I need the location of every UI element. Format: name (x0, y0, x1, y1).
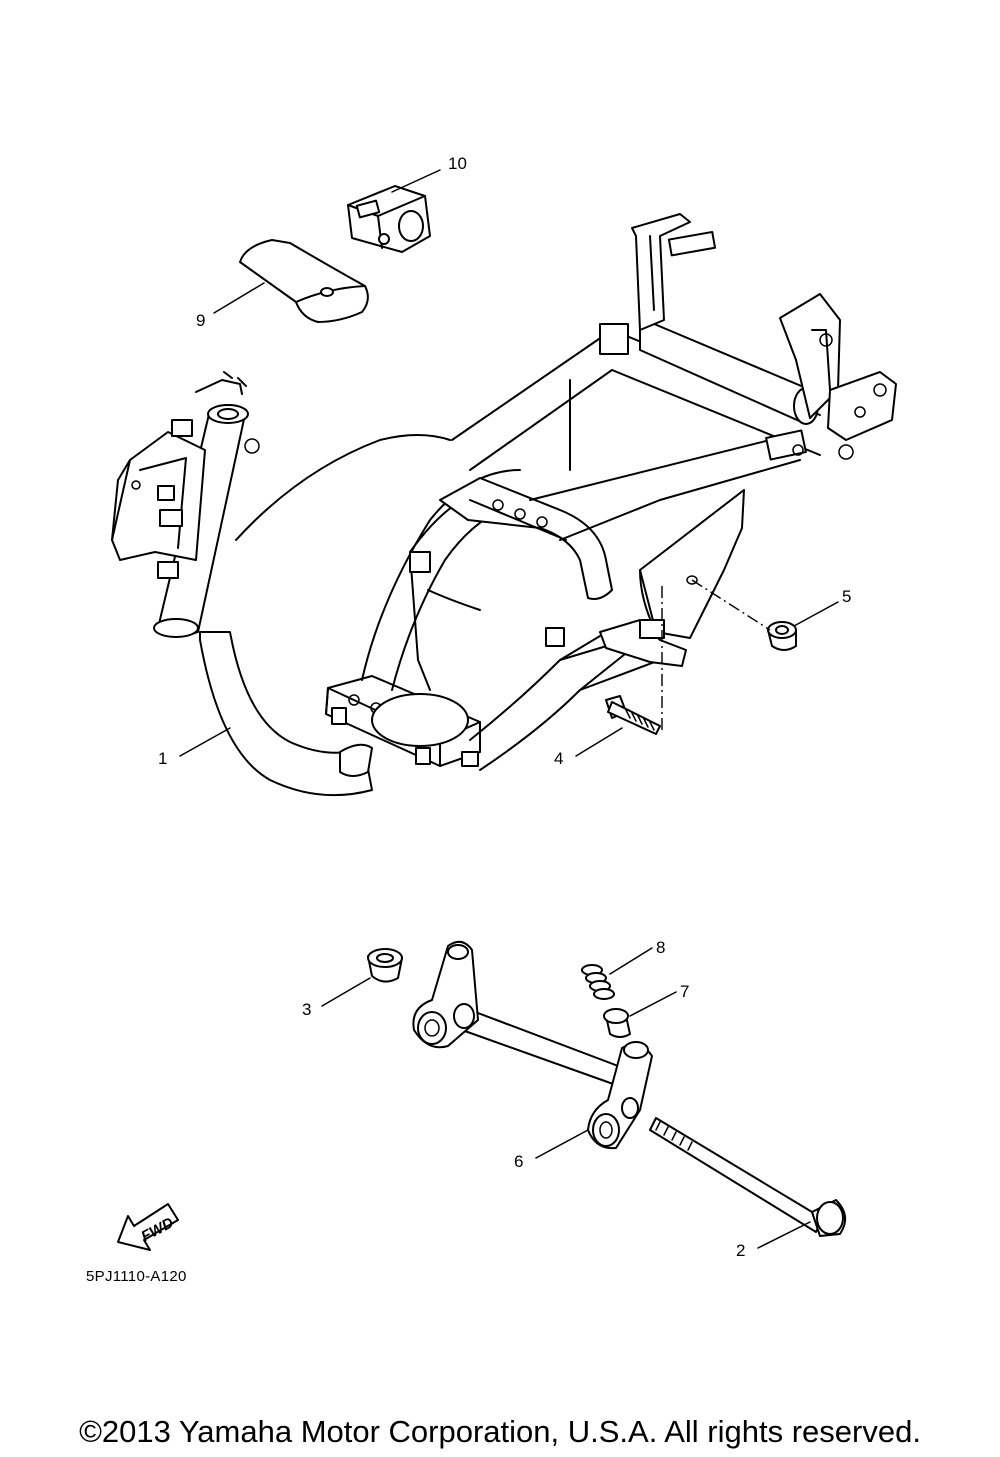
diagram-code: 5PJ1110-A120 (86, 1268, 187, 1285)
leader-6 (535, 1129, 589, 1159)
callout-7: 7 (680, 982, 689, 1001)
callout-4: 4 (554, 749, 563, 768)
copyright-text: ©2013 Yamaha Motor Corporation, U.S.A. A… (79, 1414, 921, 1449)
part-5-nut (767, 621, 797, 651)
callout-5: 5 (842, 587, 851, 606)
callout-1: 1 (158, 749, 167, 768)
part-4-bolt (605, 695, 661, 735)
callout-10: 10 (448, 154, 467, 173)
part-9-cover-plate (239, 239, 369, 323)
leader-1 (179, 727, 231, 757)
leader-5 (793, 601, 839, 627)
part-10-clamp (347, 185, 431, 253)
leader-2 (757, 1221, 811, 1249)
callout-2: 2 (736, 1241, 745, 1260)
part-8-spring (581, 964, 615, 1000)
part-1-main-frame (111, 213, 897, 797)
part-3-collar (367, 948, 403, 983)
leader-7 (629, 991, 677, 1017)
part-7-bushing (603, 1008, 631, 1038)
part-2-long-bolt (649, 1117, 847, 1237)
leader-3 (321, 977, 371, 1007)
leader-10 (391, 169, 441, 193)
fwd-arrow-icon: FWD (117, 1203, 179, 1251)
part-6-main-stand (412, 940, 653, 1150)
callout-9: 9 (196, 311, 205, 330)
leader-9 (213, 282, 265, 314)
centerline-bolt-4 (661, 586, 664, 733)
leader-4 (575, 727, 623, 757)
callout-3: 3 (302, 1000, 311, 1019)
callout-8: 8 (656, 938, 665, 957)
callout-6: 6 (514, 1152, 523, 1171)
centerline-nut-5 (691, 579, 771, 631)
leader-8 (609, 947, 653, 975)
